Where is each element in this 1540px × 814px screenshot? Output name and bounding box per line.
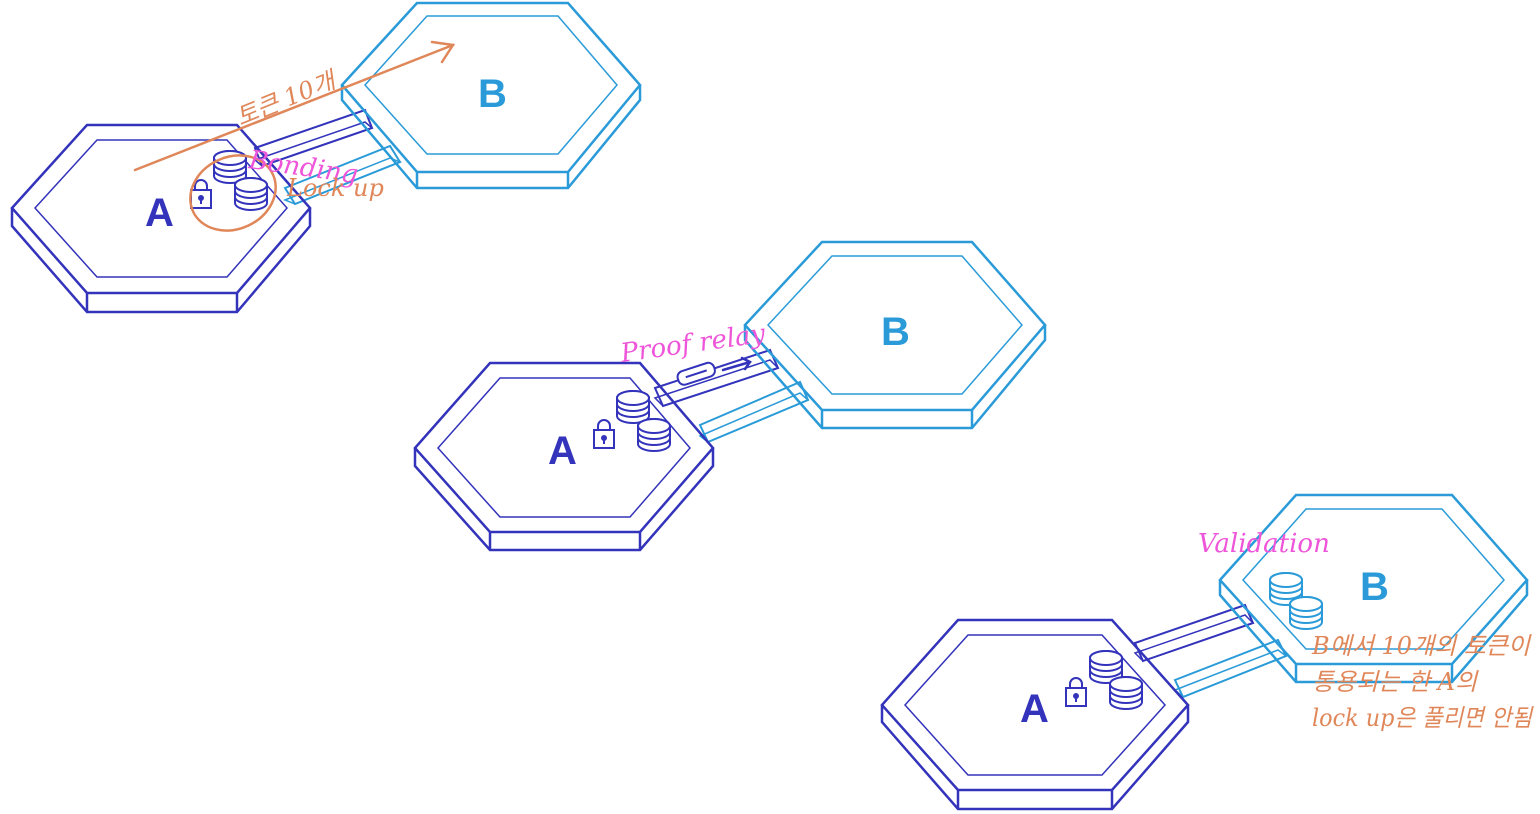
scene-1: B A [10, 1, 642, 314]
chain-b-label: B [881, 310, 910, 354]
transfer-annotation: 토큰 10개 [232, 65, 342, 131]
coin-stack-icon [1269, 572, 1323, 630]
chain-a-platform-3 [880, 618, 1190, 811]
lock-icon [1065, 677, 1087, 707]
bridge-3 [1133, 603, 1288, 699]
chain-b-label: B [478, 72, 507, 116]
transfer-arrow [133, 40, 456, 172]
chain-a-label: A [548, 429, 577, 473]
coin-stack-icon [1089, 650, 1143, 710]
chain-a-label: A [145, 191, 174, 235]
chain-b-platform-2 [743, 240, 1047, 430]
lock-icon [593, 419, 615, 449]
scene-2: B A [413, 240, 1047, 552]
note-line-1: B에서 10개의 토큰이 [1311, 632, 1532, 660]
chain-b-label: B [1360, 565, 1389, 609]
lock-icon [190, 179, 212, 209]
arrow-icon [721, 356, 752, 372]
note-line-3: lock up은 풀리면 안됨 [1312, 704, 1534, 732]
bridge-2 [653, 348, 810, 444]
coin-stack-icon [616, 390, 671, 452]
lockup-annotation: Lock up [286, 174, 384, 202]
chain-a-label: A [1020, 687, 1049, 731]
lockup-circle [189, 154, 277, 232]
validation-annotation: Validation [1198, 529, 1330, 559]
chain-a-platform-1 [10, 123, 312, 314]
chain-a-platform-2 [413, 361, 715, 552]
proof-relay-annotation: Proof relay [618, 319, 767, 369]
proof-packet-icon [676, 361, 716, 386]
chain-b-platform-1 [340, 1, 642, 190]
note-line-2: 통용되는 한 A의 [1312, 668, 1479, 696]
scene-3: B A [880, 493, 1534, 811]
chain-b-platform-3 [1218, 493, 1529, 684]
coin-stack-icon [213, 150, 268, 211]
